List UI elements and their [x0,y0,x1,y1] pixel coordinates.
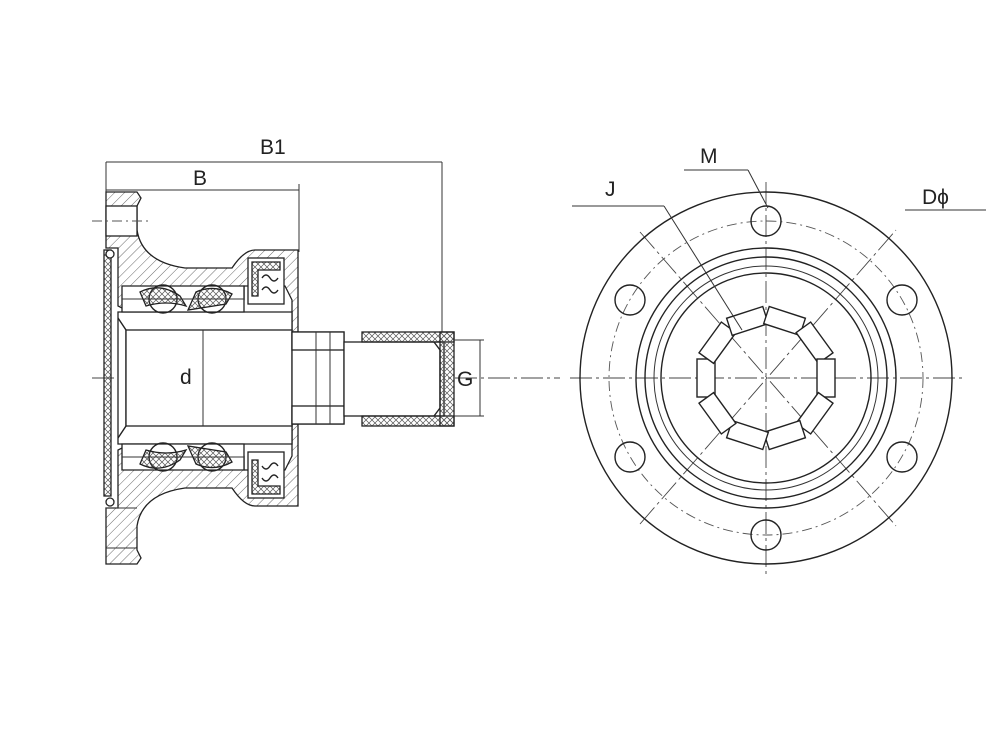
bearing-upper [121,284,245,314]
front-centerline-diag-a [639,231,897,527]
leader-m: M [684,145,769,209]
spline-slot [795,321,834,365]
label-m: M [700,145,718,168]
spline-slot [696,358,716,398]
spline-slot [725,419,770,451]
spline-sleeve [361,331,455,427]
spline-slots [696,305,836,451]
section-view: B1 B [92,136,560,565]
dimension-b: B [106,167,300,252]
seal-upper [247,257,285,305]
hub-ring-mid [644,256,888,500]
label-g: G [457,368,473,391]
front-view: M J Dϕ [570,145,986,574]
bolt-holes [614,205,918,551]
bolt-circle [608,220,924,536]
seal-lower [247,451,285,499]
spline-slot [725,305,770,337]
front-centerline-diag-b [639,229,897,525]
spline-slot [698,391,737,435]
bearing-lower [121,442,245,472]
leader-j: J [572,178,743,331]
spline-slot [795,391,834,435]
face-plate [103,249,115,507]
hub-ring-outer [635,247,897,509]
spline-slot [762,419,807,451]
label-b: B [193,167,207,190]
spline-slot [698,321,737,365]
label-dphi: Dϕ [922,186,949,209]
label-b1: B1 [260,136,286,159]
leader-dphi: Dϕ [905,186,986,211]
spline-slot [816,358,836,398]
label-j: J [605,178,616,201]
inner-sleeve: d [117,311,293,445]
spline-slot [762,305,807,337]
shaft-face [660,272,872,484]
dimension-b1: B1 [105,136,443,332]
dimension-g: G [454,339,484,417]
hub-ring-inner [653,265,879,491]
label-d: d [180,366,192,389]
flange-outline [579,191,953,565]
stub-shaft [291,331,445,425]
